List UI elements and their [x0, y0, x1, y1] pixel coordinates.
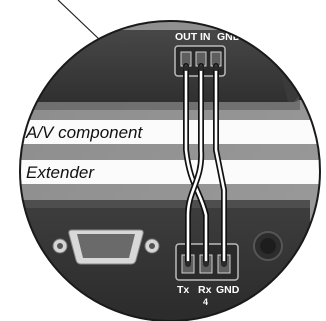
bottom-connector-number: 4 [203, 297, 208, 307]
extender-label: Extender [26, 163, 95, 182]
bottom-pin-label-gnd: GND [216, 284, 240, 296]
label-band-extender [20, 160, 320, 184]
extender-box [20, 200, 310, 321]
component-label: A/V component [25, 123, 144, 142]
label-band-component [20, 120, 320, 144]
magnifier-circle [19, 20, 321, 321]
bottom-pin-label-rx: Rx [198, 284, 212, 296]
wire-bundle [183, 63, 227, 265]
top-pin-label-in: IN [200, 31, 211, 43]
callout-line [57, 0, 101, 41]
bottom-pin-label-tx: Tx [177, 284, 189, 296]
av-component-box [20, 30, 301, 110]
serial-port [52, 229, 160, 265]
top-pin-label-out: OUT [175, 31, 198, 43]
